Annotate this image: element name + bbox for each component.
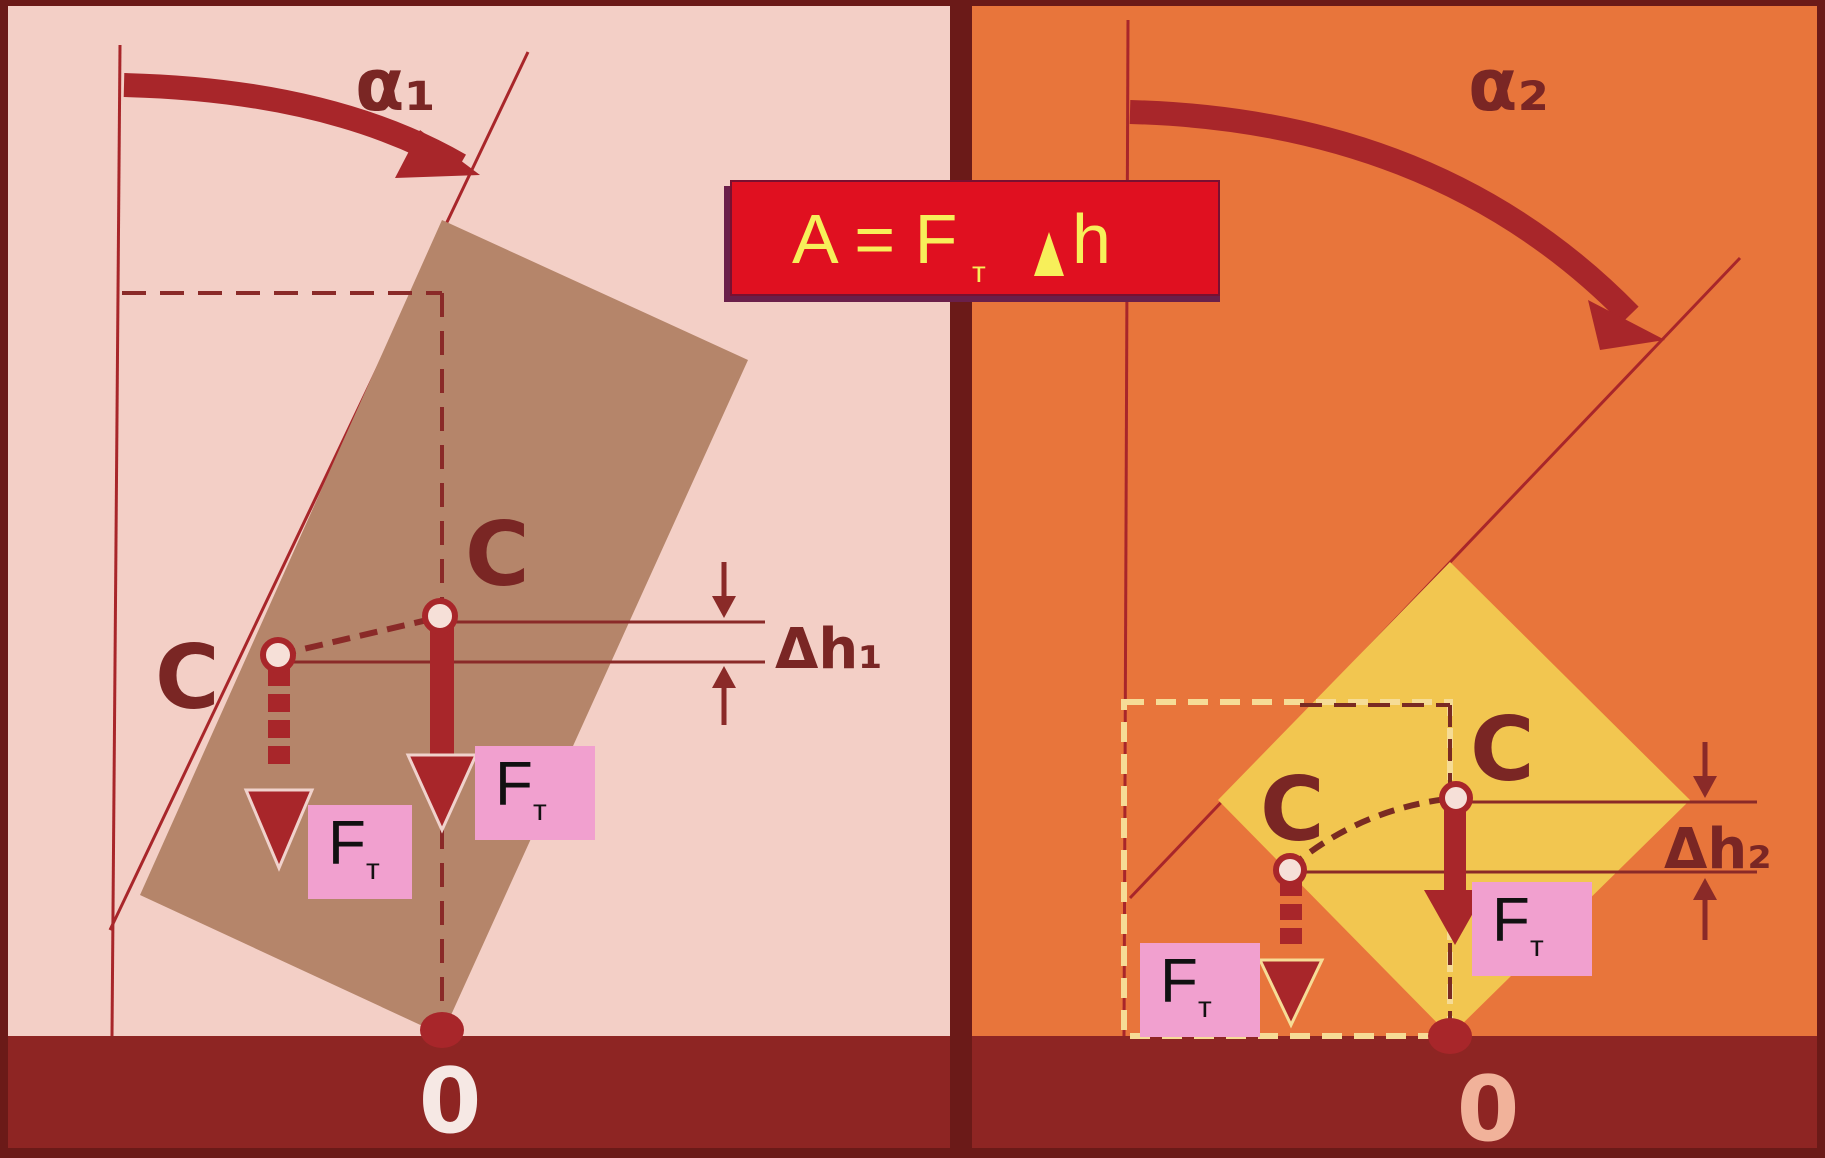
right-delta-arrowhead-down [1693, 776, 1717, 798]
right-panel [972, 6, 1817, 1148]
left-tilted-line [108, 51, 530, 931]
formula-subscript: т [972, 256, 986, 289]
right-center-connector [1288, 795, 1456, 871]
force-symbol: F [495, 750, 533, 819]
right-force-label-upper: F т [1472, 882, 1592, 976]
right-center-label-side: C [1260, 758, 1325, 861]
left-force-label-upper: F т [475, 746, 595, 840]
left-pivot-dot [420, 1012, 464, 1048]
force-symbol: F [328, 809, 366, 878]
left-panel [8, 6, 950, 1148]
left-rotation-arrowhead [395, 130, 480, 178]
panel-divider [950, 0, 972, 1153]
left-force-shaft [430, 620, 454, 760]
left-force-label-side: F т [308, 805, 412, 899]
right-angle-label: α₂ [1468, 43, 1549, 127]
left-center-label-side: C [155, 626, 220, 729]
right-center-label-top: C [1470, 698, 1535, 801]
right-rotation-arrow [1129, 100, 1639, 324]
force-symbol: F [1160, 947, 1198, 1016]
right-center-side-dot [1273, 853, 1307, 887]
right-rotation-arrowhead [1588, 300, 1665, 350]
force-subscript: т [366, 853, 380, 886]
left-center-label-top: C [465, 503, 530, 606]
left-dashed-force [243, 668, 315, 872]
right-delta-label: Δh₂ [1664, 817, 1772, 882]
left-delta-arrowhead-down [712, 596, 736, 618]
delta-icon [1034, 232, 1064, 276]
right-delta-arrowhead-up [1693, 878, 1717, 900]
force-subscript: т [1198, 991, 1212, 1024]
formula-left: A = F [792, 200, 958, 278]
right-pivot-dot [1428, 1018, 1472, 1054]
left-delta-arrowhead-up [712, 666, 736, 688]
right-force-arrowhead [1424, 890, 1486, 945]
left-force-arrowhead [405, 753, 479, 834]
right-force-shaft [1444, 805, 1466, 895]
left-vertical-line [110, 44, 122, 1037]
left-center-upper-dot [422, 598, 458, 634]
left-floor [8, 1036, 950, 1148]
force-symbol: F [1492, 886, 1530, 955]
work-formula-banner: A = F т h [730, 180, 1220, 296]
left-pivot-label: 0 [419, 1049, 482, 1153]
right-floor [972, 1036, 1817, 1148]
left-delta-label: Δh₁ [775, 617, 883, 682]
right-pivot-label: 0 [1457, 1057, 1520, 1153]
right-force-label-side: F т [1140, 943, 1260, 1037]
force-subscript: т [1530, 930, 1544, 963]
left-angle-label: α₁ [355, 43, 436, 127]
right-center-upper-dot [1439, 781, 1473, 815]
force-subscript: т [533, 794, 547, 827]
left-center-side-dot [260, 637, 296, 673]
formula-right: h [1072, 200, 1111, 278]
